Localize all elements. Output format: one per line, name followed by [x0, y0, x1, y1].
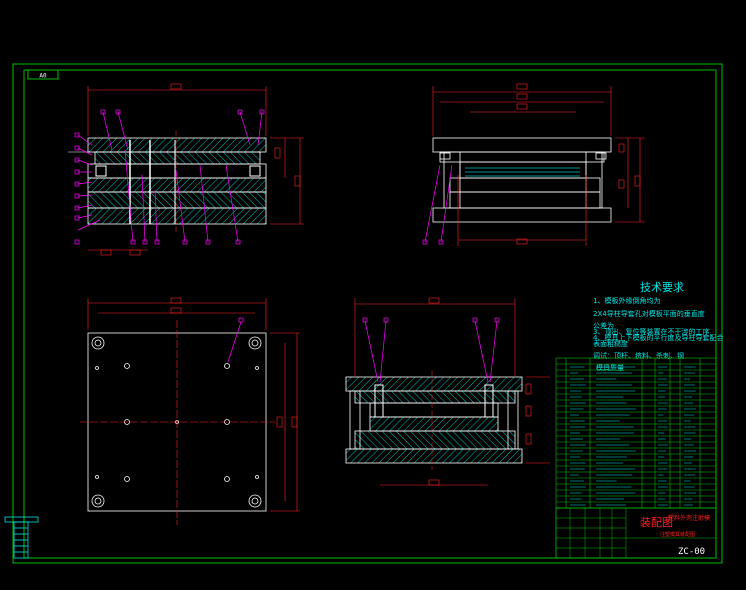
cross-section-view: [345, 370, 523, 470]
size-tag-box: [27, 69, 59, 80]
size-tag: A0: [39, 73, 47, 80]
front-dimensions: [87, 83, 304, 256]
tech-req-line-3: 公差为: [593, 321, 614, 330]
tech-req-line-6: 表面粗糙度: [593, 339, 628, 348]
revision-strip: [4, 516, 39, 559]
front-plate-5: [87, 191, 267, 209]
front-section-view: [68, 130, 267, 232]
parts-list-table: [555, 357, 717, 509]
front-plate-bottom: [87, 207, 267, 225]
side-leaders: [422, 164, 453, 245]
tech-req-line-5: 4、模具上下模板的平行度及导柱导套配合: [593, 333, 723, 342]
front-plate-top: [87, 137, 267, 153]
front-leaders: [74, 109, 265, 245]
title-block-subtitle-2: 注塑模具装配图: [660, 531, 695, 538]
tech-req-line-1: 1、模板外缘倒角均为: [593, 296, 660, 305]
tech-req-line-7: 调试：顶杆、挤料、杀刺、钢: [593, 351, 684, 360]
tech-req-line-2: 2X4导柱导套孔对模板平面的垂直度: [593, 309, 705, 318]
title-block-subtitle-1: 塑料外壳注射模: [668, 514, 710, 522]
side-dimensions: [432, 83, 645, 246]
side-view: [432, 137, 612, 223]
tech-req-title: 技术要求: [640, 281, 684, 294]
technical-requirements: 技术要求 1、模板外缘倒角均为 2X4导柱导套孔对模板平面的垂直度 公差为 3、…: [593, 281, 723, 372]
cross-section-leaders: [362, 317, 500, 383]
title-block-drawing-no: ZC-00: [678, 547, 705, 557]
title-block-name: 装配图: [640, 516, 673, 529]
tech-req-line-4: 3、顶出、复位等装置在不干涉的工序: [593, 327, 709, 336]
plan-leaders: [227, 317, 244, 363]
cross-section-dimensions: [354, 297, 550, 486]
front-plate-2: [94, 151, 261, 165]
plan-dimensions: [80, 297, 300, 525]
tech-req-last-line: 模具质量: [596, 363, 624, 372]
title-block: 装配图 塑料外壳注射模 注塑模具装配图 ZC-00: [555, 507, 717, 559]
outer-border: [12, 63, 723, 564]
inner-border: [23, 69, 717, 559]
